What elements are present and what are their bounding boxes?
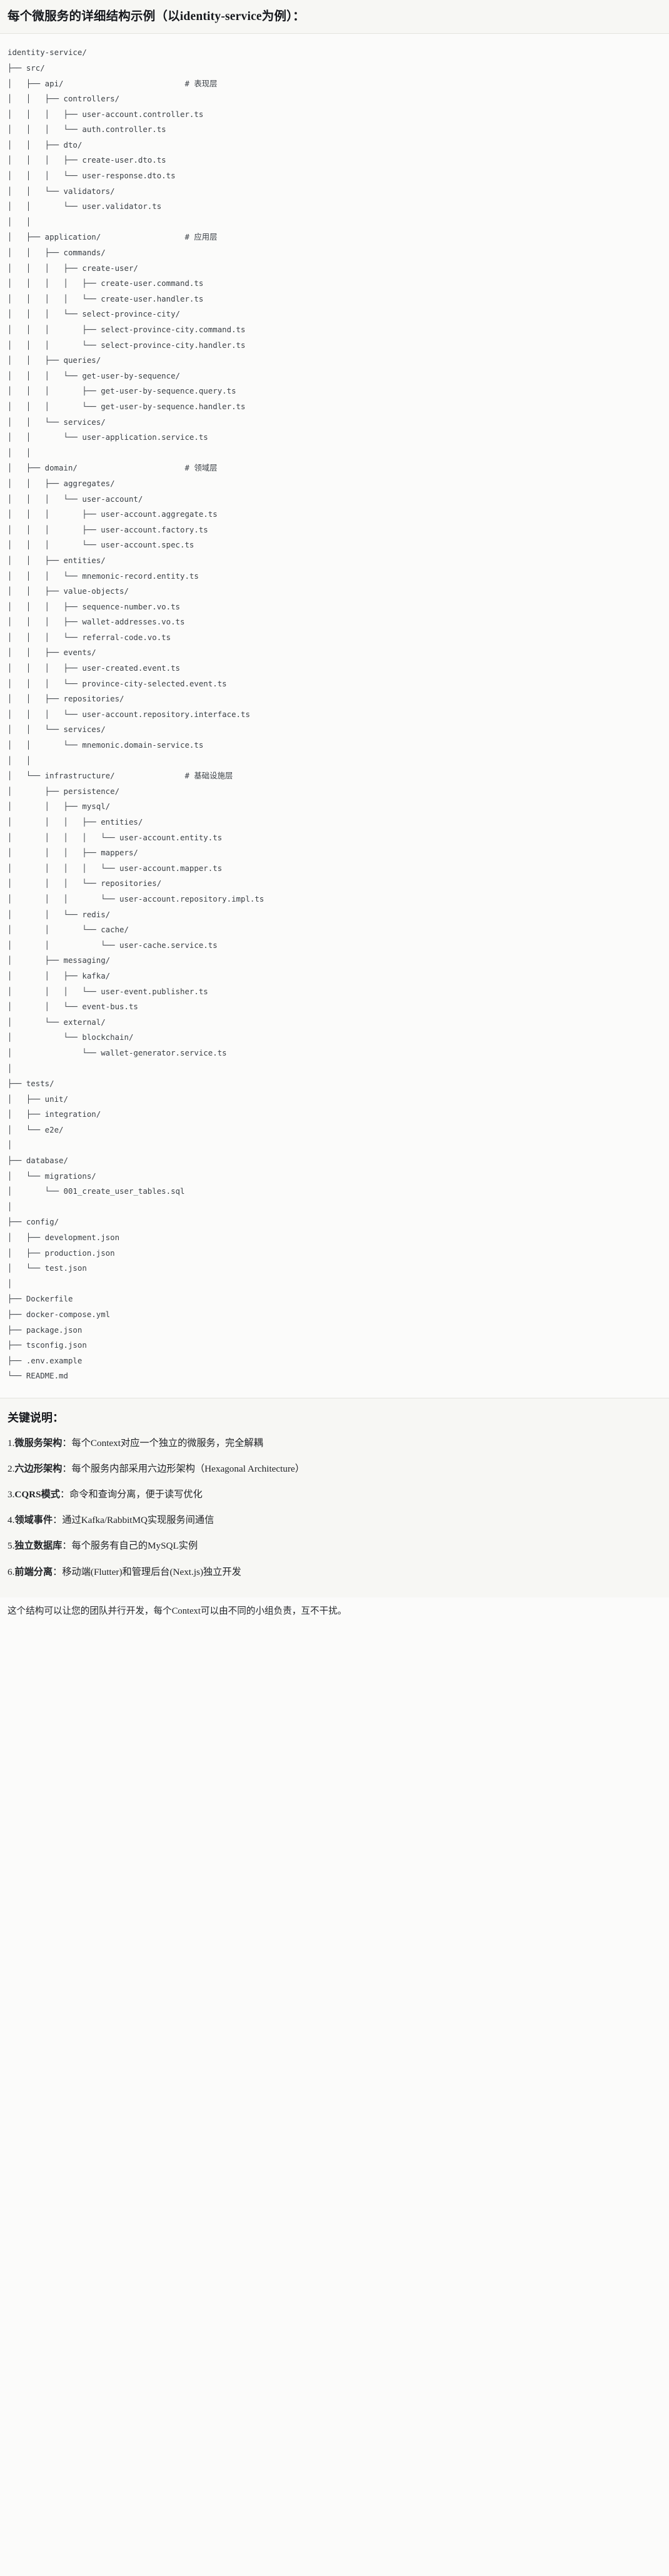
- key-point-term: CQRS模式: [14, 1489, 60, 1500]
- key-point-index: 2.: [8, 1464, 15, 1475]
- key-point-item: 1.微服务架构：每个Context对应一个独立的微服务，完全解耦: [8, 1437, 661, 1450]
- page-title: 每个微服务的详细结构示例（以identity-service为例）：: [8, 10, 305, 23]
- key-point-description: 每个Context对应一个独立的微服务，完全解耦: [71, 1438, 263, 1449]
- key-point-separator: ：: [53, 1515, 63, 1526]
- key-point-index: 3.: [8, 1489, 15, 1500]
- directory-tree: identity-service/ ├── src/ │ ├── api/ # …: [8, 48, 264, 1381]
- key-point-item: 3.CQRS模式：命令和查询分离，便于读写优化: [8, 1488, 661, 1502]
- key-point-term: 领域事件: [14, 1515, 53, 1526]
- key-point-description: 命令和查询分离，便于读写优化: [69, 1489, 203, 1500]
- article-page: 每个微服务的详细结构示例（以identity-service为例）： ident…: [0, 0, 669, 1629]
- key-point-separator: ：: [62, 1438, 72, 1449]
- key-point-item: 4.领域事件：通过Kafka/RabbitMQ实现服务间通信: [8, 1514, 661, 1527]
- key-point-index: 6.: [8, 1566, 15, 1577]
- key-point-description: 每个服务有自己的MySQL实例: [71, 1540, 198, 1552]
- key-point-separator: ：: [53, 1566, 63, 1577]
- key-point-term: 微服务架构: [14, 1438, 63, 1449]
- key-point-separator: ：: [62, 1540, 72, 1552]
- closing-section: 这个结构可以让您的团队并行开发，每个Context可以由不同的小组负责，互不干扰…: [0, 1597, 669, 1629]
- key-point-description: 每个服务内部采用六边形架构（Hexagonal Architecture）: [71, 1464, 304, 1475]
- key-point-term: 前端分离: [14, 1566, 53, 1577]
- directory-tree-block: identity-service/ ├── src/ │ ├── api/ # …: [0, 34, 669, 1398]
- key-point-description: 通过Kafka/RabbitMQ实现服务间通信: [62, 1515, 214, 1526]
- key-point-term: 独立数据库: [14, 1540, 63, 1552]
- key-points-title: 关键说明：: [8, 1411, 64, 1424]
- key-point-description: 移动端(Flutter)和管理后台(Next.js)独立开发: [62, 1566, 241, 1577]
- heading-band: 每个微服务的详细结构示例（以identity-service为例）：: [0, 0, 669, 34]
- key-point-index: 5.: [8, 1540, 15, 1552]
- key-point-term: 六边形架构: [14, 1464, 63, 1475]
- key-point-item: 5.独立数据库：每个服务有自己的MySQL实例: [8, 1539, 661, 1553]
- key-point-item: 2.六边形架构：每个服务内部采用六边形架构（Hexagonal Architec…: [8, 1462, 661, 1476]
- key-point-separator: ：: [62, 1464, 72, 1475]
- key-point-index: 1.: [8, 1438, 15, 1449]
- key-point-item: 6.前端分离：移动端(Flutter)和管理后台(Next.js)独立开发: [8, 1565, 661, 1579]
- key-point-index: 4.: [8, 1515, 15, 1526]
- key-point-separator: ：: [59, 1489, 70, 1500]
- closing-text: 这个结构可以让您的团队并行开发，每个Context可以由不同的小组负责，互不干扰…: [8, 1606, 347, 1616]
